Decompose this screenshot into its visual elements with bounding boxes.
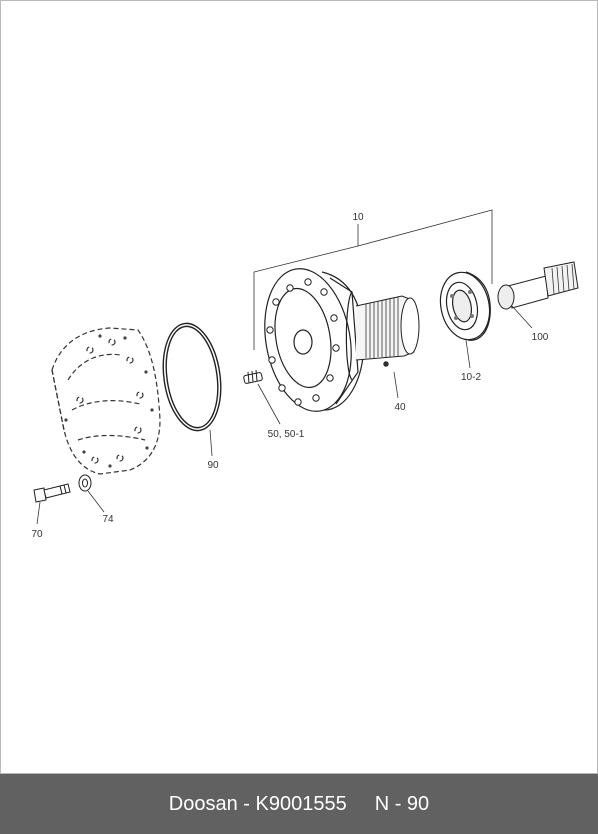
callout-100: 100 bbox=[532, 332, 549, 343]
part-label: Doosan - K9001555 bbox=[168, 792, 347, 815]
pin-40 bbox=[383, 361, 389, 367]
hub-carrier-spline-shaft bbox=[355, 295, 420, 361]
callout-50: 50, 50-1 bbox=[268, 429, 305, 440]
footer-bar: Doosan - K9001555 N - 90 bbox=[0, 774, 598, 834]
callout-10: 10 bbox=[352, 212, 364, 223]
exploded-parts-diagram: 10 100 10-2 40 50, 50-1 90 74 70 bbox=[31, 209, 579, 540]
page-code: N - 90 bbox=[374, 792, 430, 815]
hub-carrier-holes bbox=[266, 278, 340, 406]
callout-10-2: 10-2 bbox=[461, 372, 481, 383]
bearing-10-2 bbox=[439, 271, 491, 341]
callout-40: 40 bbox=[394, 402, 406, 413]
washer-74 bbox=[78, 474, 92, 492]
callout-70: 70 bbox=[31, 529, 43, 540]
housing-ghost bbox=[51, 327, 161, 475]
callout-74: 74 bbox=[102, 514, 114, 525]
plug-50 bbox=[243, 369, 263, 384]
housing-bolt-holes bbox=[64, 334, 154, 468]
spline-shaft-100 bbox=[497, 261, 579, 310]
callout-90: 90 bbox=[207, 460, 219, 471]
bolt-70 bbox=[33, 483, 71, 503]
o-ring-90 bbox=[162, 322, 222, 432]
leader-lines bbox=[36, 209, 533, 525]
